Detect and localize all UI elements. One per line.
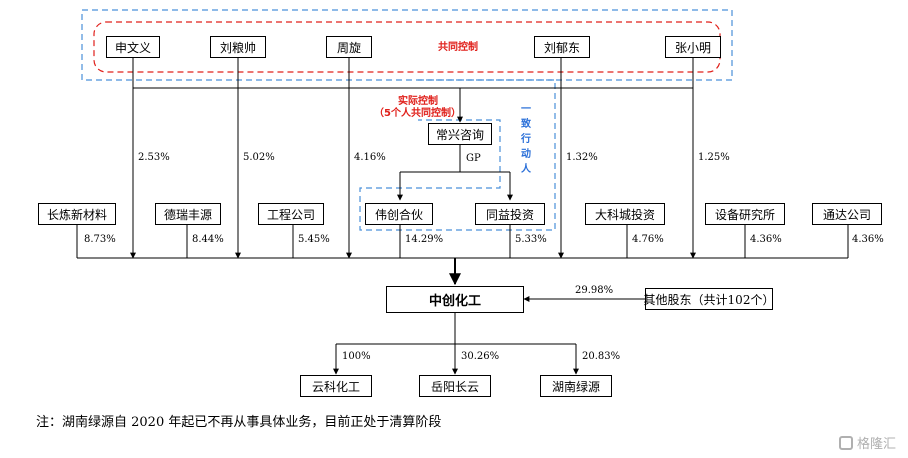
shareholder-box: 工程公司 <box>258 203 324 225</box>
subsidiary-pct-label: 30.26% <box>461 351 500 362</box>
joint-control-label: 共同控制 <box>438 42 478 53</box>
watermark: 格隆汇 <box>838 433 896 452</box>
shareholder-box: 长炼新材料 <box>38 203 116 225</box>
subsidiary-pct-label: 20.83% <box>582 351 621 362</box>
shareholder-pct-label: 8.73% <box>84 234 116 245</box>
shareholder-pct-label: 5.33% <box>515 234 547 245</box>
actual-control-sublabel: （5个人共同控制） <box>374 108 461 119</box>
direct-pct-label: 4.16% <box>354 152 386 163</box>
shareholder-box: 同益投资 <box>475 203 545 225</box>
controller-box: 刘郁东 <box>534 36 590 58</box>
direct-pct-label: 1.25% <box>698 152 730 163</box>
controller-box: 周旋 <box>326 36 372 58</box>
watermark-logo-icon <box>838 435 853 450</box>
actual-control-label: 实际控制 <box>398 96 438 107</box>
changxing-box: 常兴咨询 <box>428 123 492 145</box>
controller-box: 刘粮帅 <box>210 36 266 58</box>
watermark-text: 格隆汇 <box>856 437 896 452</box>
subsidiary-box: 湖南绿源 <box>540 375 612 397</box>
shareholder-pct-label: 8.44% <box>192 234 224 245</box>
shareholder-box: 德瑞丰源 <box>155 203 221 225</box>
shareholder-box: 伟创合伙 <box>365 203 433 225</box>
footnote: 注：湖南绿源自 2020 年起已不再从事具体业务，目前正处于清算阶段 <box>36 415 442 430</box>
shareholder-pct-label: 14.29% <box>405 234 444 245</box>
concert-party-frame <box>81 9 733 81</box>
concert-char: 人 <box>521 164 531 175</box>
concert-char: 动 <box>521 149 531 160</box>
other-holders-box: 其他股东（共计102个） <box>644 288 774 310</box>
subsidiary-box: 云科化工 <box>300 375 372 397</box>
shareholder-box: 大科城投资 <box>585 203 665 225</box>
concert-char: 致 <box>521 119 531 130</box>
concert-party-label: 一 致 行 动 人 <box>519 100 533 175</box>
shareholder-box: 设备研究所 <box>705 203 785 225</box>
subsidiary-box: 岳阳长云 <box>419 375 491 397</box>
joint-control-frame <box>93 21 721 73</box>
shareholder-pct-label: 4.76% <box>632 234 664 245</box>
concert-char: 行 <box>521 134 531 145</box>
direct-pct-label: 2.53% <box>138 152 170 163</box>
shareholder-pct-label: 5.45% <box>298 234 330 245</box>
controller-box: 申文义 <box>106 36 160 58</box>
company-box: 中创化工 <box>386 286 524 313</box>
shareholder-pct-label: 4.36% <box>750 234 782 245</box>
other-pct-label: 29.98% <box>575 285 614 296</box>
gp-label: GP <box>466 153 481 164</box>
direct-pct-label: 5.02% <box>243 152 275 163</box>
direct-pct-label: 1.32% <box>566 152 598 163</box>
subsidiary-pct-label: 100% <box>342 351 371 362</box>
shareholder-box: 通达公司 <box>812 203 882 225</box>
shareholder-pct-label: 4.36% <box>852 234 884 245</box>
concert-group-frame <box>359 79 556 231</box>
concert-char: 一 <box>521 104 531 115</box>
controller-box: 张小明 <box>665 36 721 58</box>
